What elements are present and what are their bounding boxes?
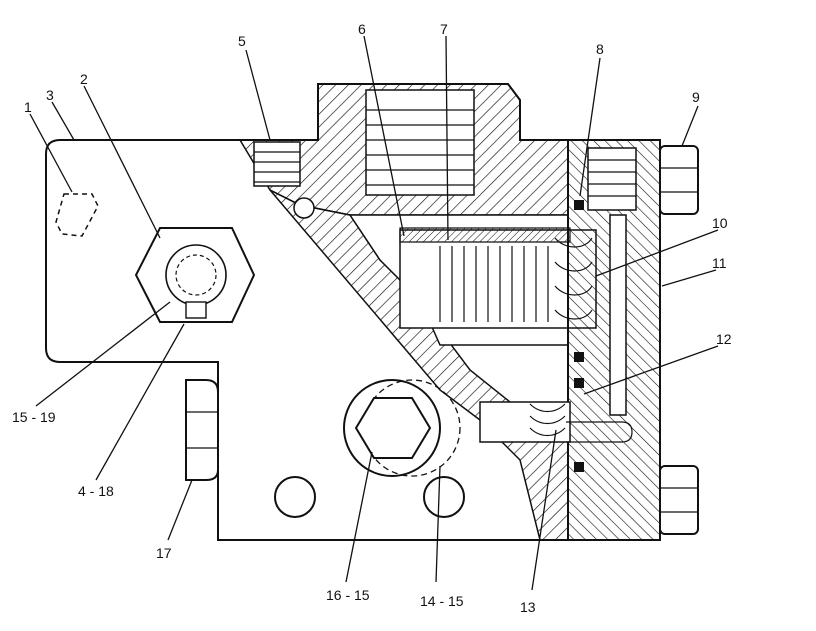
callout-15-19: 15 - 19 — [12, 409, 56, 425]
mounting-holes — [274, 476, 465, 518]
end-cover — [567, 139, 661, 541]
callout-16-15: 16 - 15 — [326, 587, 370, 603]
bracket-block — [185, 379, 219, 481]
callout-14-15: 14 - 15 — [420, 593, 464, 609]
callout-6: 6 — [358, 21, 366, 37]
callout-10: 10 — [712, 215, 728, 231]
main-spring — [399, 227, 593, 322]
callout-4-18: 4 - 18 — [78, 483, 114, 499]
callout-2: 2 — [80, 71, 88, 87]
callout-labels: 1 2 3 5 6 7 8 9 10 11 12 13 14 - 15 16 -… — [12, 21, 732, 615]
hex-plug-center — [343, 379, 461, 477]
cap-bolt-upper — [659, 145, 699, 215]
valve-housing — [45, 83, 597, 541]
callout-12: 12 — [716, 331, 732, 347]
callout-1: 1 — [24, 99, 32, 115]
callout-3: 3 — [46, 87, 54, 103]
hidden-feature-marker — [55, 193, 99, 237]
callout-7: 7 — [440, 21, 448, 37]
callout-5: 5 — [238, 33, 246, 49]
cap-bolt-lower — [659, 465, 699, 535]
leader-lines — [29, 35, 719, 591]
callout-9: 9 — [692, 89, 700, 105]
callout-17: 17 — [156, 545, 172, 561]
hex-plug-left — [134, 227, 256, 323]
top-fitting — [253, 141, 315, 219]
callout-11: 11 — [712, 255, 727, 271]
callout-13: 13 — [520, 599, 536, 615]
o-rings — [574, 200, 584, 472]
callout-8: 8 — [596, 41, 604, 57]
